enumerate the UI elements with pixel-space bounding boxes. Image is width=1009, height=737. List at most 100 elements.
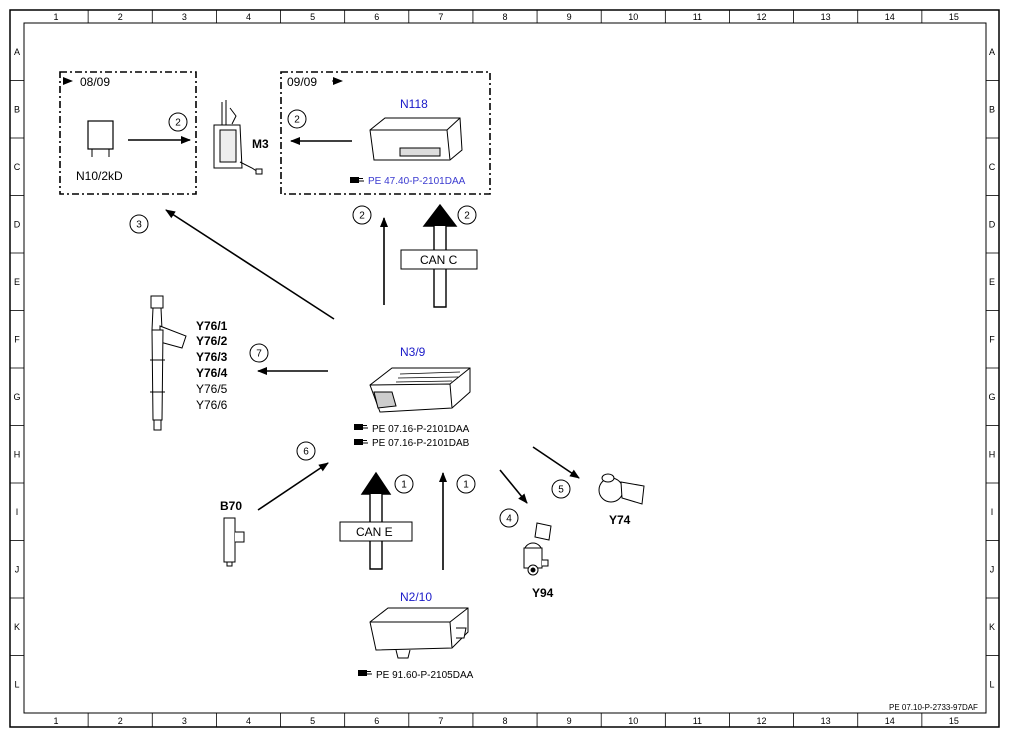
grid-row-left-B: B [14,104,20,114]
frame-left-date: 08/09 [80,75,110,89]
injector-label-3: Y76/3 [196,350,228,364]
grid-col-bottom-10: 10 [628,716,638,726]
b70-label: B70 [220,499,242,513]
grid-col-bottom-2: 2 [118,716,123,726]
frame-right-date: 09/09 [287,75,317,89]
injector-label-1: Y76/1 [196,319,228,333]
callout-number: 1 [463,480,469,491]
grid-col-bottom-8: 8 [502,716,507,726]
grid-row-right-J: J [990,564,995,574]
grid-col-top-13: 13 [821,12,831,22]
grid-col-bottom-9: 9 [567,716,572,726]
n10-relay-icon [87,120,114,157]
m3-label: M3 [252,137,269,151]
grid-row-right-L: L [989,679,994,689]
grid-col-top-9: 9 [567,12,572,22]
grid-row-left-A: A [14,47,20,57]
can-c-bus-arrow: CAN C [400,203,478,308]
n210-ref: PE 91.60-P-2105DAA [376,670,474,681]
callout-number: 7 [256,349,262,360]
grid-row-left-D: D [14,219,21,229]
grid-row-right-B: B [989,104,995,114]
frame-left: 08/09 [59,71,197,195]
n210-control-unit-icon [369,607,469,659]
n118-label: N118 [400,97,428,111]
n39-label: N3/9 [400,345,426,359]
grid-row-right-H: H [989,449,996,459]
grid-col-top-14: 14 [885,12,895,22]
callout-circle [287,109,307,129]
grid-row-left-I: I [16,507,19,517]
n39-ref2-icon [354,439,368,445]
injector-label-5: Y76/5 [196,382,228,396]
grid-col-bottom-14: 14 [885,716,895,726]
y94-valve-icon [523,522,552,576]
grid-col-top-2: 2 [118,12,123,22]
arrow-n39-relay [165,209,335,320]
can-e-bus-arrow: CAN E [339,471,413,570]
n210-label: N2/10 [400,590,432,604]
grid-col-bottom-11: 11 [693,716,702,726]
grid-col-bottom-4: 4 [246,716,251,726]
callout-circle [168,112,188,132]
grid-col-top-3: 3 [182,12,187,22]
callout-circle [129,214,149,234]
grid-col-top-8: 8 [502,12,507,22]
grid-col-top-5: 5 [310,12,315,22]
callout-circle [352,205,372,225]
grid-row-left-H: H [14,449,21,459]
grid-row-right-E: E [989,277,995,287]
injector-icon [150,295,187,431]
callout-number: 4 [506,514,512,525]
grid-col-bottom-15: 15 [949,716,959,726]
callout-number: 1 [401,480,407,491]
callout-circle [394,474,414,494]
grid-col-bottom-1: 1 [54,716,59,726]
callout-number: 2 [464,211,470,222]
n210-ref-icon [358,670,372,676]
callout-number: 2 [359,211,365,222]
can-e-label: CAN E [356,525,393,539]
grid-row-right-D: D [989,219,996,229]
b70-sensor-icon [223,517,245,567]
callout-circle [296,441,316,461]
callout-circle [249,343,269,363]
document-id: PE 07.10-P-2733-97DAF [889,703,978,712]
callout-circle [551,479,571,499]
m3-fuel-pump-icon [213,100,263,175]
grid-col-top-15: 15 [949,12,959,22]
arrow-b70-n39 [257,462,329,511]
grid-col-top-12: 12 [757,12,767,22]
callout-number: 3 [136,220,142,231]
grid-col-bottom-12: 12 [757,716,767,726]
grid-col-bottom-13: 13 [821,716,831,726]
n10-label: N10/2kD [76,169,123,183]
grid-row-left-F: F [14,334,20,344]
grid-row-right-F: F [989,334,995,344]
y94-label: Y94 [532,586,554,600]
grid-row-right-C: C [989,162,996,172]
grid-col-top-6: 6 [374,12,379,22]
arrow-n39-y74 [532,446,580,479]
n39-control-unit-icon [369,367,471,413]
grid-row-left-C: C [14,162,21,172]
frame-right: 09/09 [280,71,491,195]
n118-ref-icon [350,177,364,183]
grid-row-left-E: E [14,277,20,287]
grid-row-right-K: K [989,622,995,632]
callout-circle [499,508,519,528]
injector-label-6: Y76/6 [196,398,228,412]
grid-col-bottom-7: 7 [438,716,443,726]
n39-ref1: PE 07.16-P-2101DAA [372,424,470,435]
callout-circle [456,474,476,494]
y74-label: Y74 [609,513,631,527]
injector-label-4: Y76/4 [196,366,228,380]
callout-circle [457,205,477,225]
grid-col-top-1: 1 [54,12,59,22]
n118-control-unit-icon [369,117,463,161]
n39-ref2: PE 07.16-P-2101DAB [372,438,470,449]
